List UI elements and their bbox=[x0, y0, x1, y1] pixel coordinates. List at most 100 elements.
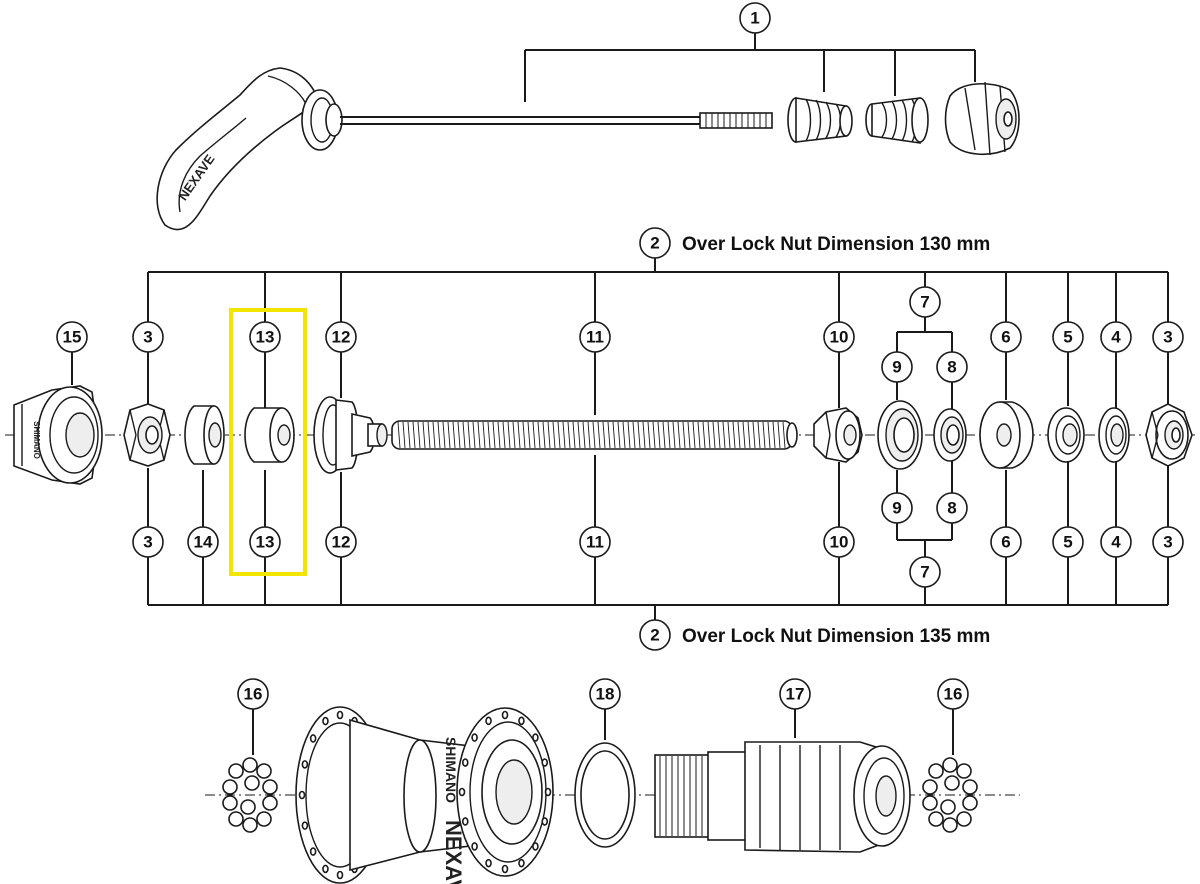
svg-text:15: 15 bbox=[63, 328, 82, 347]
lock-washer-icon bbox=[1098, 407, 1130, 463]
bearing-balls-right-icon bbox=[922, 757, 978, 833]
callout-16-left: 16 bbox=[237, 678, 269, 710]
bearing-ball-icon bbox=[942, 817, 958, 833]
hub-brand-small-text: SHIMANO bbox=[443, 737, 459, 803]
bearing-ball-icon bbox=[228, 763, 244, 779]
svg-text:9: 9 bbox=[892, 499, 901, 518]
svg-text:12: 12 bbox=[332, 328, 351, 347]
callout-12-top: 12 bbox=[325, 321, 357, 353]
bearing-balls-left-icon bbox=[222, 757, 278, 833]
callout-5-top: 5 bbox=[1052, 321, 1084, 353]
callout-9-top: 9 bbox=[881, 351, 913, 383]
callout-8-bottom: 8 bbox=[936, 492, 968, 524]
callout-7-top: 7 bbox=[909, 286, 941, 318]
spoke-hole bbox=[541, 817, 549, 826]
bearing-ball-icon bbox=[928, 811, 944, 827]
skewer-rod-icon bbox=[340, 112, 773, 129]
axle-assembly: 2 Over Lock Nut Dimension 130 mm 2 Over … bbox=[5, 227, 1195, 651]
svg-text:2: 2 bbox=[650, 626, 659, 645]
spoke-hole bbox=[336, 710, 344, 720]
spoke-hole bbox=[309, 734, 317, 743]
svg-text:3: 3 bbox=[1163, 533, 1172, 552]
spacer-13-icon bbox=[244, 407, 295, 463]
bearing-ball-icon bbox=[240, 799, 256, 815]
dust-seal-icon bbox=[877, 400, 923, 470]
svg-text:3: 3 bbox=[143, 533, 152, 552]
callout-18: 18 bbox=[589, 678, 621, 710]
spoke-hole bbox=[518, 716, 525, 726]
bearing-ball-icon bbox=[262, 779, 278, 795]
spoke-hole bbox=[485, 716, 492, 726]
callout-13-top: 13 bbox=[249, 321, 281, 353]
spoke-hole bbox=[518, 858, 525, 868]
svg-text:3: 3 bbox=[1163, 328, 1172, 347]
dimension-135-label: Over Lock Nut Dimension 135 mm bbox=[682, 626, 990, 647]
callout-17: 17 bbox=[779, 678, 811, 710]
spoke-hole bbox=[471, 733, 478, 742]
svg-text:6: 6 bbox=[1001, 328, 1010, 347]
svg-text:14: 14 bbox=[194, 533, 213, 552]
spoke-hole bbox=[301, 821, 309, 830]
svg-text:9: 9 bbox=[892, 358, 901, 377]
svg-text:5: 5 bbox=[1063, 533, 1072, 552]
spoke-hole bbox=[322, 716, 329, 726]
svg-text:5: 5 bbox=[1063, 328, 1072, 347]
hub-body-assembly: 16 SHIMANO NEXAVE 18 bbox=[205, 678, 1020, 884]
spoke-hole bbox=[298, 790, 306, 800]
svg-text:1: 1 bbox=[750, 9, 759, 28]
bearing-ball-icon bbox=[922, 779, 938, 795]
hub-axle-icon bbox=[391, 420, 798, 450]
svg-text:11: 11 bbox=[586, 533, 604, 552]
part-13-highlight-box bbox=[229, 308, 307, 576]
callout-4-bottom: 4 bbox=[1100, 526, 1132, 558]
callout-6-top: 6 bbox=[990, 321, 1022, 353]
bearing-ball-icon bbox=[956, 811, 972, 827]
spoke-hole bbox=[541, 758, 549, 767]
spoke-hole bbox=[336, 870, 344, 880]
svg-text:12: 12 bbox=[332, 533, 351, 552]
bearing-ball-icon bbox=[922, 795, 938, 811]
bearing-ball-icon bbox=[222, 779, 238, 795]
callout-11-bottom: 11 bbox=[579, 526, 611, 558]
cone-icon bbox=[313, 396, 388, 474]
svg-text:13: 13 bbox=[256, 533, 275, 552]
spacer-icon bbox=[184, 405, 225, 465]
freehub-body-icon bbox=[654, 741, 911, 853]
bearing-ball-icon bbox=[956, 763, 972, 779]
hub-shell-icon: SHIMANO NEXAVE bbox=[295, 706, 554, 884]
bearing-ball-icon bbox=[242, 817, 258, 833]
svg-text:17: 17 bbox=[786, 685, 805, 704]
callout-2-top: 2 bbox=[639, 227, 671, 259]
svg-text:6: 6 bbox=[1001, 533, 1010, 552]
svg-text:11: 11 bbox=[586, 328, 604, 347]
bearing-ball-icon bbox=[256, 811, 272, 827]
cone-right-icon bbox=[813, 407, 863, 463]
svg-text:4: 4 bbox=[1111, 328, 1121, 347]
spoke-hole bbox=[532, 733, 539, 742]
callout-10-bottom: 10 bbox=[823, 526, 855, 558]
svg-text:3: 3 bbox=[143, 328, 152, 347]
bearing-ball-icon bbox=[222, 795, 238, 811]
seal-ring-icon bbox=[933, 408, 967, 462]
spacer-ring-icon bbox=[574, 742, 636, 848]
callout-6-bottom: 6 bbox=[990, 526, 1022, 558]
callout-1: 1 bbox=[739, 2, 771, 34]
bearing-ball-icon bbox=[944, 775, 960, 791]
spoke-hole bbox=[532, 842, 539, 851]
callout-16-right: 16 bbox=[937, 678, 969, 710]
quick-release-lever-icon: NEXAVE bbox=[156, 67, 343, 231]
lock-nut-icon bbox=[123, 403, 171, 467]
spoke-hole bbox=[485, 858, 492, 868]
dust-cap-brand-text: SHIMANO bbox=[32, 421, 41, 459]
callout-2-bottom: 2 bbox=[639, 619, 671, 651]
svg-text:8: 8 bbox=[947, 358, 956, 377]
bearing-ball-icon bbox=[942, 757, 958, 773]
callout-9-bottom: 9 bbox=[881, 492, 913, 524]
spoke-hole bbox=[322, 864, 329, 874]
svg-text:16: 16 bbox=[244, 685, 263, 704]
skewer-nut-icon bbox=[944, 81, 1020, 156]
bearing-ball-icon bbox=[962, 779, 978, 795]
svg-text:10: 10 bbox=[830, 328, 849, 347]
spoke-hole bbox=[458, 787, 466, 797]
